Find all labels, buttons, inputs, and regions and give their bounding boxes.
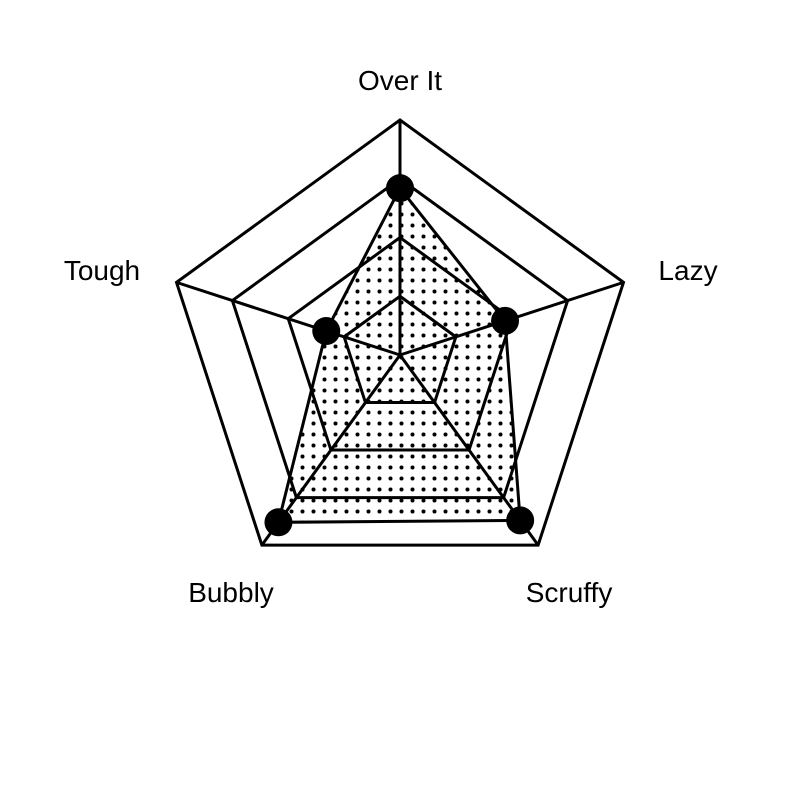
radar-series [264,174,535,537]
grid-ring-4 [174,118,626,547]
point-lazy [491,306,520,335]
series-area-1 [276,185,522,524]
point-bubbly [264,508,293,537]
axis-label-tough: Tough [64,255,140,286]
axis-label-bubbly: Bubbly [188,577,274,608]
point-scruffy [506,506,535,535]
point-tough [312,317,341,346]
axis-label-scruffy: Scruffy [526,577,613,608]
axis-label-over-it: Over It [358,65,442,96]
axis-label-lazy: Lazy [658,255,717,286]
point-over-it [386,174,414,203]
